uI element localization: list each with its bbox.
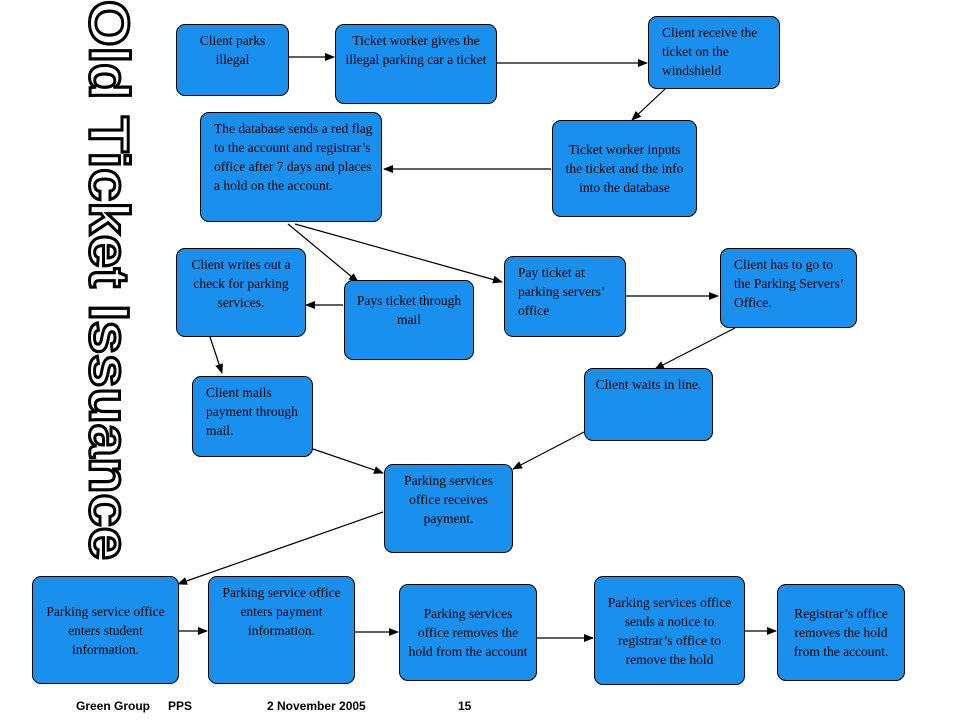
- step-client-waits: Client waits in line.: [584, 368, 713, 441]
- arrow-receives-to-student: [177, 511, 384, 585]
- step-client-receives: Client receive the ticket on the windshi…: [648, 16, 780, 89]
- arrow-check-to-mails: [209, 336, 223, 374]
- arrow-waits-to-receives: [512, 431, 585, 470]
- arrow-mails-to-receives: [312, 448, 384, 474]
- slide-footer: Green Group PPS 2 November 2005 15: [0, 699, 960, 717]
- step-worker-inputs: Ticket worker inputs the ticket and the …: [552, 120, 697, 217]
- step-label: Registrar’s office removes the hold from…: [793, 606, 889, 659]
- step-label: Client waits in line.: [595, 377, 702, 392]
- side-title-vertical: Old Ticket Issuance: [77, 0, 143, 562]
- step-label: Pay ticket at parking servers’ office: [518, 265, 605, 318]
- arrow-database-to-paysmail: [287, 223, 359, 283]
- step-label: Parking service office enters student in…: [46, 603, 165, 657]
- step-registrar-removes: Registrar’s office removes the hold from…: [777, 584, 905, 681]
- step-label: Parking service office enters payment in…: [222, 585, 341, 638]
- step-enters-student-info: Parking service office enters student in…: [32, 576, 179, 684]
- step-label: Client parks illegal: [199, 33, 266, 67]
- step-office-receives: Parking services office receives payment…: [384, 464, 513, 553]
- step-label: Ticket worker gives the illegal parking …: [345, 33, 487, 67]
- arrow-database-to-payoffice: [294, 223, 503, 284]
- step-label: Client receive the ticket on the windshi…: [662, 25, 758, 78]
- step-label: The database sends a red flag to the acc…: [214, 121, 373, 193]
- step-label: Ticket worker inputs the ticket and the …: [565, 142, 684, 195]
- step-label: Parking services office sends a notice t…: [607, 594, 732, 667]
- step-worker-gives: Ticket worker gives the illegal parking …: [335, 24, 497, 104]
- step-database-flag: The database sends a red flag to the acc…: [200, 112, 382, 222]
- step-label: Client writes out a check for parking se…: [191, 257, 291, 310]
- footer-org: PPS: [168, 699, 193, 713]
- step-enters-payment-info: Parking service office enters payment in…: [208, 576, 355, 684]
- step-pay-at-office: Pay ticket at parking servers’ office: [504, 256, 626, 337]
- step-label: Parking services office removes the hold…: [408, 606, 528, 659]
- footer-date: 2 November 2005: [267, 699, 366, 713]
- step-client-writes-check: Client writes out a check for parking se…: [176, 248, 306, 337]
- step-label: Client has to go to the Parking Servers’…: [734, 257, 844, 310]
- step-client-mails: Client mails payment through mail.: [192, 376, 313, 457]
- step-client-parks: Client parks illegal: [176, 24, 289, 96]
- step-pays-through-mail: Pays ticket through mail: [344, 280, 474, 360]
- step-label: Client mails payment through mail.: [206, 385, 298, 438]
- step-sends-notice: Parking services office sends a notice t…: [594, 576, 745, 685]
- step-label: Pays ticket through mail: [356, 293, 462, 327]
- arrow-gooffice-to-waits: [654, 327, 736, 370]
- arrow-receives-to-inputs: [631, 88, 666, 121]
- step-go-to-office: Client has to go to the Parking Servers’…: [720, 248, 857, 328]
- step-removes-hold: Parking services office removes the hold…: [399, 584, 537, 681]
- svg-text:Old Ticket Issuance: Old Ticket Issuance: [78, 0, 141, 560]
- footer-group: Green Group: [76, 699, 151, 713]
- footer-page-number: 15: [458, 699, 472, 713]
- step-label: Parking services office receives payment…: [404, 473, 493, 526]
